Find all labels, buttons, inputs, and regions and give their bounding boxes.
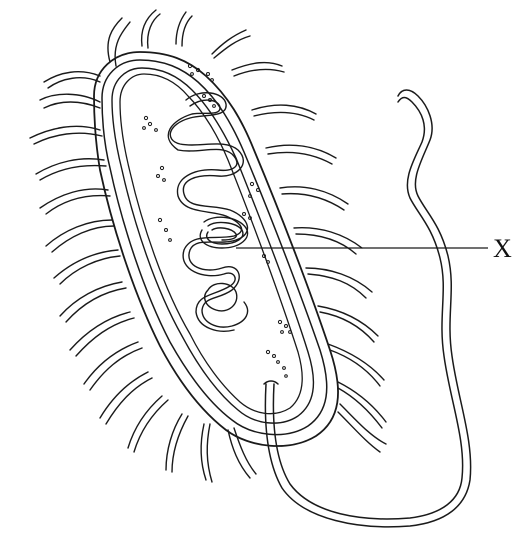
label-x: X — [493, 234, 512, 263]
cell-envelope — [94, 52, 338, 446]
flagellum — [264, 90, 471, 527]
nucleoid-dna — [168, 93, 247, 331]
